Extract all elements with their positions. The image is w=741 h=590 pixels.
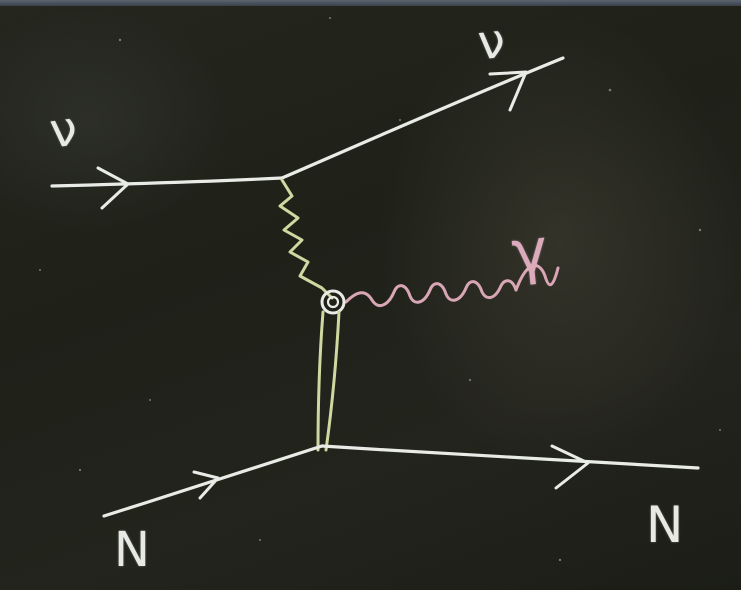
loop-vertex [322,291,344,313]
outgoing-neutrino-arrow [490,72,526,110]
label-gamma: γ [509,220,551,283]
incoming-nucleus-line [104,446,322,516]
outgoing-nucleus-line [322,446,698,468]
chalk-dust [39,17,721,561]
outgoing-neutrino-line [282,58,563,178]
label-nu-out: ν [476,17,508,68]
double-line-left [318,312,323,450]
photon-line [346,281,516,306]
incoming-neutrino-line [52,178,282,186]
incoming-neutrino-arrow [98,168,128,208]
z-boson-propagator [280,180,332,298]
label-N-in: N [114,526,150,574]
double-line-right [326,312,339,450]
label-N-out: N [646,500,683,550]
outgoing-nucleus-arrow [552,446,588,488]
